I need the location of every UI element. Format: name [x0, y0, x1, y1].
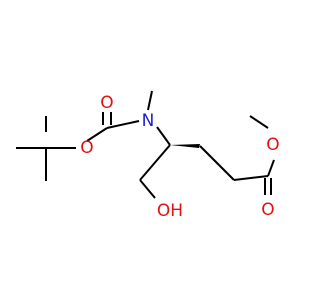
bond-methoxy [249, 115, 269, 129]
bond-carbonyl-to-nitrogen [106, 120, 140, 129]
bond-lines [16, 90, 275, 199]
ester-carbonyl-oxygen-label: O [261, 200, 274, 220]
ester-oxygen-label: O [80, 138, 93, 158]
wedge-bond [170, 144, 200, 148]
methoxy-oxygen-label: O [266, 135, 279, 155]
bond-chain-to-ester-c [233, 175, 269, 181]
structure-diagram: O O N OH O O [16, 90, 280, 221]
hydroxyl-label: OH [157, 201, 183, 221]
bond-oxygen-to-carbonyl [86, 127, 108, 142]
bond-chain-down [199, 145, 235, 181]
carbonyl-oxygen-label: O [100, 93, 113, 113]
bond-chiral-to-ch2 [139, 144, 171, 181]
bond-nitrogen-methyl [147, 90, 153, 111]
nitrogen-label: N [142, 111, 155, 131]
atom-labels: O O N OH O O [80, 93, 279, 221]
bond-ch2-to-oh [139, 179, 156, 199]
bond-nitrogen-to-chiral [156, 126, 171, 146]
bond-ester-c-to-o [267, 159, 275, 177]
